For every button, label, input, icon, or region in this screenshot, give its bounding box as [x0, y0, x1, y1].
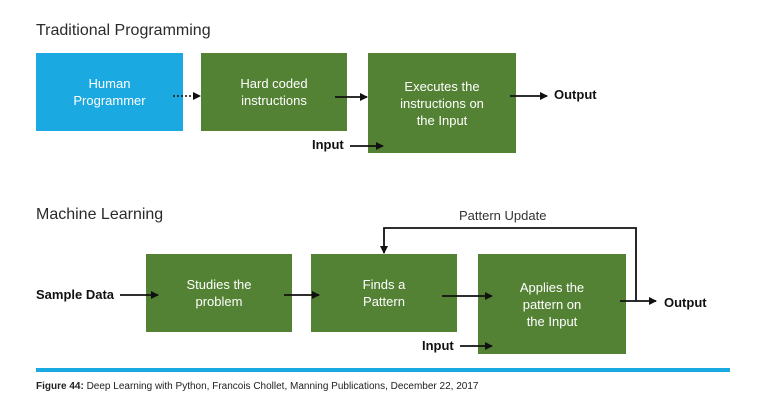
traditional-output-label: Output	[554, 87, 597, 102]
pattern-update-label: Pattern Update	[459, 208, 547, 223]
caption-text: Deep Learning with Python, Francois Chol…	[83, 381, 479, 392]
executes-instructions-label: Executes the instructions on the Input	[400, 78, 484, 128]
finds-pattern-label: Finds a Pattern	[362, 277, 406, 309]
traditional-input-label: Input	[312, 137, 344, 152]
studies-problem-box: Studies the problem	[146, 254, 292, 332]
ml-output-label: Output	[664, 295, 707, 310]
applies-pattern-box: Applies the pattern on the Input	[478, 254, 626, 354]
hard-coded-instructions-label: Hard coded instructions	[240, 76, 308, 108]
figure-caption: Figure 44: Deep Learning with Python, Fr…	[36, 381, 478, 392]
finds-pattern-box: Finds a Pattern	[311, 254, 457, 332]
applies-pattern-label: Applies the pattern on the Input	[519, 279, 585, 329]
hard-coded-instructions-box: Hard coded instructions	[201, 53, 347, 131]
human-programmer-box: Human Programmer	[36, 53, 183, 131]
caption-figure-label: Figure 44:	[36, 381, 84, 392]
studies-problem-label: Studies the problem	[186, 277, 252, 309]
pattern-update-loop-arrow	[380, 227, 637, 301]
caption-divider	[36, 368, 730, 372]
executes-instructions-box: Executes the instructions on the Input	[368, 53, 516, 153]
ml-input-label: Input	[422, 338, 454, 353]
machine-learning-title: Machine Learning	[36, 206, 164, 223]
human-programmer-label: Human Programmer	[73, 76, 146, 108]
sample-data-label: Sample Data	[36, 287, 115, 302]
traditional-programming-title: Traditional Programming	[36, 22, 211, 39]
